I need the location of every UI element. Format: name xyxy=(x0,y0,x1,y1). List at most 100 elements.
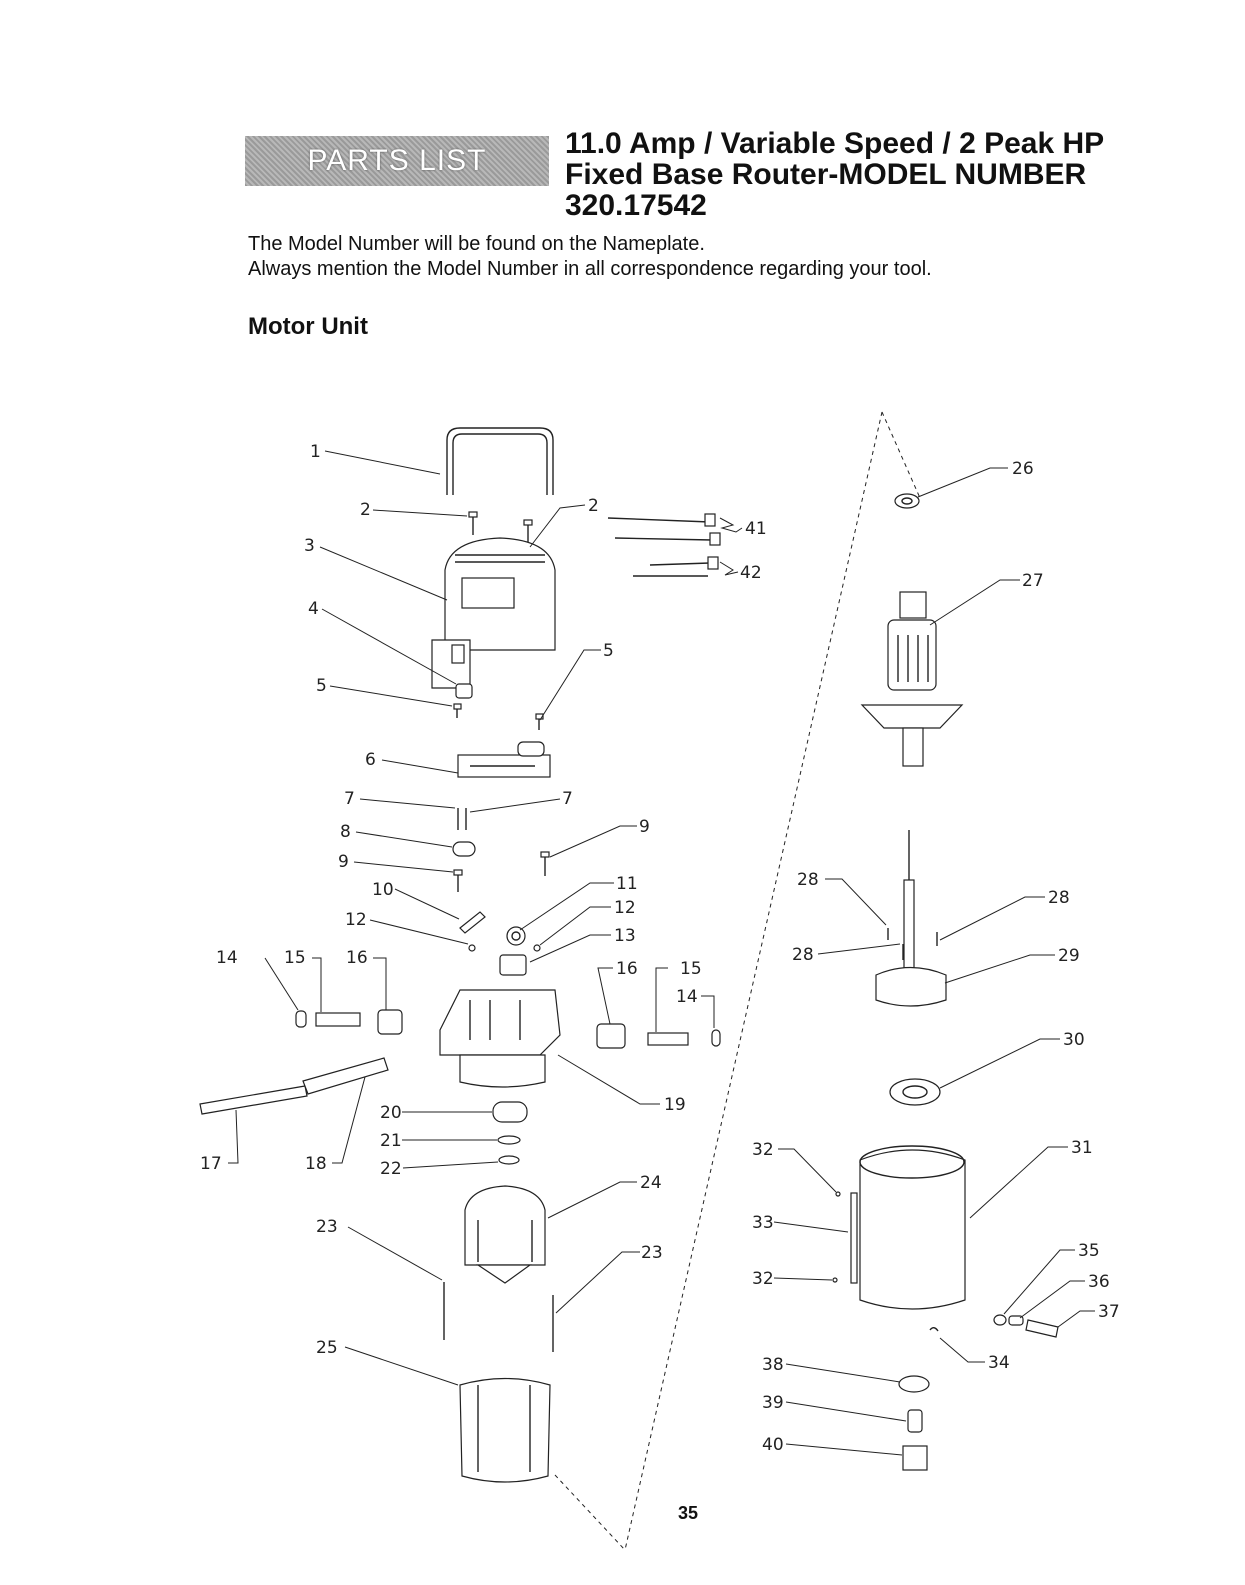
callout-18: 18 xyxy=(305,1154,327,1174)
nut-part-11 xyxy=(506,926,526,946)
callout-9: 9 xyxy=(338,852,349,872)
bearing-part-20 xyxy=(492,1101,528,1123)
screw-part-5 xyxy=(453,703,544,730)
intro-line-1: The Model Number will be found on the Na… xyxy=(248,233,705,255)
callout-22: 22 xyxy=(380,1159,402,1179)
pin-part-10 xyxy=(459,911,486,934)
callout-33: 33 xyxy=(752,1213,774,1233)
callout-30: 30 xyxy=(1063,1030,1085,1050)
spring-part-34 xyxy=(929,1327,939,1332)
bearing-part-30 xyxy=(889,1078,941,1106)
callout-12: 12 xyxy=(345,910,367,930)
callout-12: 12 xyxy=(614,898,636,918)
title-line-2: Fixed Base Router-MODEL NUMBER xyxy=(565,158,1087,191)
carbon-brush-part-15 xyxy=(315,1012,689,1046)
callout-35: 35 xyxy=(1078,1241,1100,1261)
label-strip-part-33 xyxy=(850,1192,858,1284)
screw-part-2 xyxy=(468,511,533,545)
callout-32: 32 xyxy=(752,1140,774,1160)
screw-part-32 xyxy=(832,1191,841,1283)
handle-part-1 xyxy=(446,427,554,495)
callout-37: 37 xyxy=(1098,1302,1120,1322)
page-number: 35 xyxy=(678,1503,699,1523)
callout-13: 13 xyxy=(614,926,636,946)
motor-base-part-19 xyxy=(439,989,561,1088)
assembly-axis-line xyxy=(554,411,921,1551)
screw-part-9 xyxy=(453,851,550,892)
brush-cap-part-14 xyxy=(295,1010,721,1047)
nut-part-40 xyxy=(902,1445,928,1471)
callout-17: 17 xyxy=(200,1154,222,1174)
callout-15: 15 xyxy=(680,959,702,979)
callout-38: 38 xyxy=(762,1355,784,1375)
callout-23: 23 xyxy=(316,1217,338,1237)
callout-labels: 1 2 2 3 4 5 5 6 7 7 8 9 9 10 11 12 12 13… xyxy=(200,442,1120,1455)
title-line-3: 320.17542 xyxy=(565,189,707,222)
callout-23: 23 xyxy=(641,1243,663,1263)
callout-6: 6 xyxy=(365,750,376,770)
screw-part-7 xyxy=(457,808,467,830)
callout-42: 42 xyxy=(740,563,762,583)
brush-holder-part-16 xyxy=(377,1009,626,1049)
callout-7: 7 xyxy=(562,789,573,809)
callout-19: 19 xyxy=(664,1095,686,1115)
screw-part-23 xyxy=(443,1282,554,1352)
callout-26: 26 xyxy=(1012,459,1034,479)
field-part-24 xyxy=(464,1185,546,1284)
callout-14: 14 xyxy=(676,987,698,1007)
leader-lines xyxy=(228,450,1095,1456)
callout-36: 36 xyxy=(1088,1272,1110,1292)
bushing-part-8 xyxy=(452,841,476,857)
callout-9: 9 xyxy=(639,817,650,837)
title-line-1: 11.0 Amp / Variable Speed / 2 Peak HP xyxy=(565,127,1105,160)
wrench-part-42 xyxy=(633,556,719,577)
section-heading: Motor Unit xyxy=(248,313,368,340)
shaft-lock-pin-part-37 xyxy=(1025,1319,1059,1338)
callout-10: 10 xyxy=(372,880,394,900)
callout-5: 5 xyxy=(603,641,614,661)
callout-28: 28 xyxy=(792,945,814,965)
lock-part-35 xyxy=(993,1314,1007,1326)
screw-part-12 xyxy=(468,944,541,952)
callout-2: 2 xyxy=(588,496,599,516)
spring-part-36 xyxy=(1008,1315,1024,1326)
intro-line-2: Always mention the Model Number in all c… xyxy=(248,258,932,280)
wrench-part-41 xyxy=(607,513,721,546)
callout-21: 21 xyxy=(380,1131,402,1151)
callout-41: 41 xyxy=(745,519,767,539)
callout-28: 28 xyxy=(1048,888,1070,908)
callout-29: 29 xyxy=(1058,946,1080,966)
callout-14: 14 xyxy=(216,948,238,968)
callout-40: 40 xyxy=(762,1435,784,1455)
callout-7: 7 xyxy=(344,789,355,809)
callout-31: 31 xyxy=(1071,1138,1093,1158)
motor-housing-top-part-3 xyxy=(431,537,556,689)
washer-part-21 xyxy=(497,1135,521,1145)
callout-34: 34 xyxy=(988,1353,1010,1373)
bearing-part-26 xyxy=(894,493,920,509)
callout-24: 24 xyxy=(640,1173,662,1193)
callout-25: 25 xyxy=(316,1338,338,1358)
callout-8: 8 xyxy=(340,822,351,842)
motor-housing-part-31 xyxy=(859,1145,966,1310)
housing-sleeve-part-25 xyxy=(459,1377,551,1483)
badge-label: PARTS LIST xyxy=(307,144,487,177)
shaft-assembly-part-29 xyxy=(875,830,947,1007)
callout-5: 5 xyxy=(316,676,327,696)
collet-nut-part-38 xyxy=(898,1375,930,1393)
baffle-part-28 xyxy=(887,928,938,960)
callout-1: 1 xyxy=(310,442,321,462)
switch-cap-part-4 xyxy=(455,683,473,699)
callout-3: 3 xyxy=(304,536,315,556)
switch-part-6 xyxy=(457,741,551,778)
parts-list-badge: PARTS LIST xyxy=(245,136,549,186)
collet-part-39 xyxy=(907,1409,923,1433)
callout-2: 2 xyxy=(360,500,371,520)
capacitor-part-13 xyxy=(499,954,527,976)
shaft-part-17 xyxy=(199,1085,308,1115)
callout-27: 27 xyxy=(1022,571,1044,591)
callout-16: 16 xyxy=(616,959,638,979)
tube-part-18 xyxy=(302,1057,389,1095)
callout-28: 28 xyxy=(797,870,819,890)
